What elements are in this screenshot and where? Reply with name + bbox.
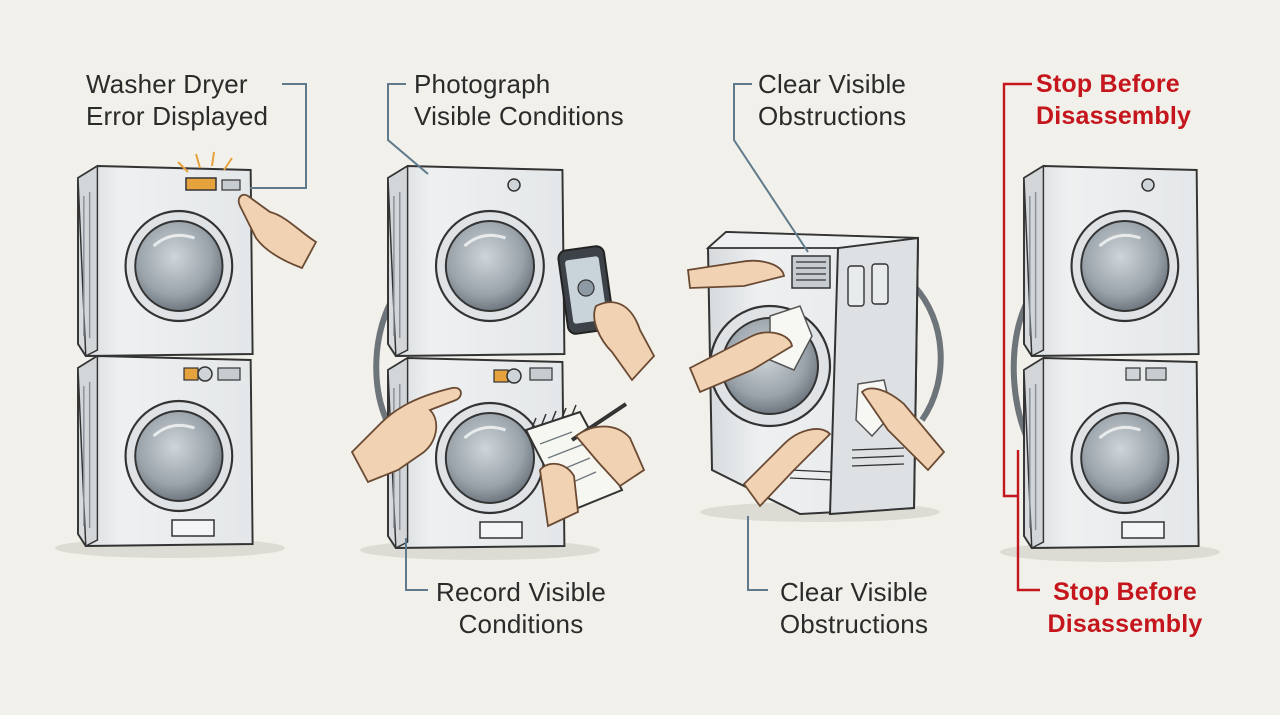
hand-holding-phone-icon — [593, 301, 656, 382]
panel-stop-before-disassembly — [1000, 82, 1220, 592]
step-label-error-displayed: Washer Dryer Error Displayed — [86, 69, 269, 131]
panel-photograph-record — [350, 83, 656, 591]
hand-writing-icon — [574, 425, 646, 488]
hand-wiping-icon — [860, 387, 946, 472]
step-label-photograph: Photograph Visible Conditions — [414, 69, 624, 131]
panel-clear-obstructions — [687, 83, 946, 591]
stacked-washer-dryer-icon — [1022, 164, 1201, 550]
stacked-washer-dryer-icon — [386, 164, 566, 550]
alert-rays-icon — [177, 151, 233, 173]
connector-stop-top — [1002, 82, 1032, 498]
error-display-icon — [185, 177, 217, 191]
step-label-record: Record Visible Conditions — [436, 577, 606, 639]
panel-error-displayed — [55, 83, 318, 558]
hand-pointing-icon — [237, 193, 318, 270]
step-label-clear-top: Clear Visible Obstructions — [758, 69, 907, 131]
connector-stop-bottom — [1016, 450, 1040, 592]
stacked-washer-dryer-icon — [76, 164, 255, 548]
hand-wiping-icon — [687, 259, 786, 289]
hand-holding-notepad-icon — [539, 462, 579, 528]
hand-wiping-icon — [742, 428, 832, 508]
step-label-clear-bottom: Clear Visible Obstructions — [779, 577, 929, 639]
connector-error — [250, 83, 307, 189]
hand-wiping-icon — [688, 331, 793, 394]
connector-photograph — [387, 83, 429, 175]
hand-pointing-icon — [350, 386, 462, 484]
connector-record — [405, 538, 428, 591]
step-label-stop-bottom: Stop Before Disassembly — [1047, 578, 1203, 638]
step-label-stop-top: Stop Before Disassembly — [1036, 70, 1192, 130]
connector-clear-top — [733, 83, 809, 253]
connector-clear-bottom — [747, 516, 768, 591]
